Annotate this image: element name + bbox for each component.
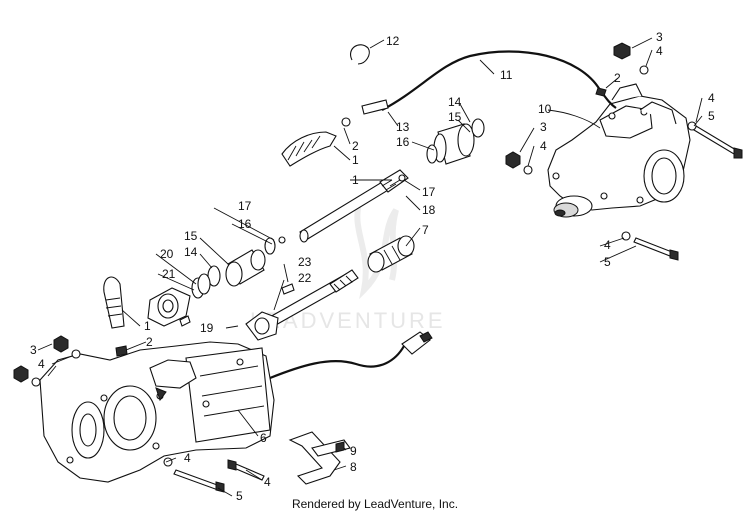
callout-11: 11: [500, 68, 513, 82]
shift-cable[interactable]: [341, 50, 617, 127]
left-boot-clamp-small[interactable]: [264, 237, 276, 255]
callout-2-left: 2: [146, 335, 153, 349]
callout-16-right: 16: [396, 135, 410, 149]
callout-1-left: 1: [144, 319, 151, 333]
callout-8: 8: [350, 460, 357, 474]
callout-4-lowright: 4: [604, 238, 611, 252]
render-credit: Rendered by LeadVenture, Inc.: [291, 497, 459, 511]
callout-13: 13: [396, 120, 410, 134]
callout-3-mid: 3: [540, 120, 547, 134]
callout-15-right: 15: [448, 110, 462, 124]
right-lower-bolt[interactable]: [621, 231, 679, 261]
sensor-harness[interactable]: [269, 331, 433, 380]
callout-4-top: 4: [656, 44, 663, 58]
shaft-snap-ring[interactable]: [398, 174, 406, 182]
right-boot-clamp-large[interactable]: [471, 118, 485, 138]
callout-7: 7: [422, 223, 429, 237]
left-cv-boot[interactable]: [225, 249, 266, 287]
mount-bracket[interactable]: [288, 431, 351, 485]
right-mount-bolt[interactable]: [693, 125, 743, 159]
leader-lines: [37, 37, 703, 497]
callout-17-left: 17: [238, 199, 252, 213]
output-o-ring[interactable]: [191, 273, 211, 299]
callout-5-lowright: 5: [604, 255, 611, 269]
callout-15-left: 15: [184, 229, 198, 243]
callout-2-upper: 2: [352, 139, 359, 153]
callout-23: 23: [298, 255, 312, 269]
output-seal-flange[interactable]: [147, 287, 191, 327]
callout-14-right: 14: [448, 95, 462, 109]
cable-clip[interactable]: [350, 44, 370, 65]
callout-3-left: 3: [30, 343, 37, 357]
callout-4-bottom-right: 4: [264, 475, 271, 489]
left-washer-lower[interactable]: [31, 377, 41, 387]
right-boot-clamp-small[interactable]: [426, 144, 438, 164]
right-upper-washer[interactable]: [639, 65, 649, 75]
callout-10: 10: [538, 102, 552, 116]
bracket-screw[interactable]: [335, 441, 345, 453]
left-shift-boot[interactable]: [103, 276, 125, 329]
left-nut-lower[interactable]: [13, 365, 29, 383]
callout-4-right: 4: [708, 91, 715, 105]
callout-21: 21: [162, 267, 176, 281]
callout-3-top: 3: [656, 30, 663, 44]
callout-5-bottom: 5: [236, 489, 243, 503]
upper-shift-boot[interactable]: [281, 131, 337, 167]
lower-front-bolt[interactable]: [163, 457, 225, 493]
left-snap-ring[interactable]: [278, 236, 286, 244]
callout-6: 6: [260, 431, 267, 445]
callout-20: 20: [160, 247, 174, 261]
right-upper-nut[interactable]: [613, 42, 631, 60]
rear-differential-housing[interactable]: [547, 83, 691, 218]
callout-4-left: 4: [38, 357, 45, 371]
callout-9: 9: [350, 444, 357, 458]
callouts: 12 11 2 3 4 10 4 5 3 4 14 15 16 13 2 1 1…: [30, 30, 715, 503]
callout-4-bottom: 4: [184, 451, 191, 465]
transmission-case[interactable]: [39, 341, 275, 483]
left-nut-upper[interactable]: [53, 335, 69, 353]
cable-cotter-pin[interactable]: [595, 87, 607, 97]
right-mount-washer[interactable]: [687, 121, 697, 131]
callout-22: 22: [298, 271, 312, 285]
front-propshaft[interactable]: [245, 269, 359, 341]
callout-17-right: 17: [422, 185, 436, 199]
callout-1-upper: 1: [352, 153, 359, 167]
right-middle-nut-washer[interactable]: [505, 151, 533, 175]
callout-4-mid: 4: [540, 139, 547, 153]
flange-screw[interactable]: [179, 315, 191, 327]
callout-19: 19: [200, 321, 214, 335]
callout-18: 18: [422, 203, 436, 217]
callout-12: 12: [386, 34, 400, 48]
propshaft-bolt[interactable]: [281, 283, 295, 295]
callout-16-left: 16: [238, 217, 252, 231]
callout-2-top: 2: [614, 71, 621, 85]
left-washer-upper[interactable]: [71, 349, 81, 359]
callout-5-right: 5: [708, 109, 715, 123]
callout-1-shaft: 1: [352, 173, 359, 187]
callout-14-left: 14: [184, 245, 198, 259]
